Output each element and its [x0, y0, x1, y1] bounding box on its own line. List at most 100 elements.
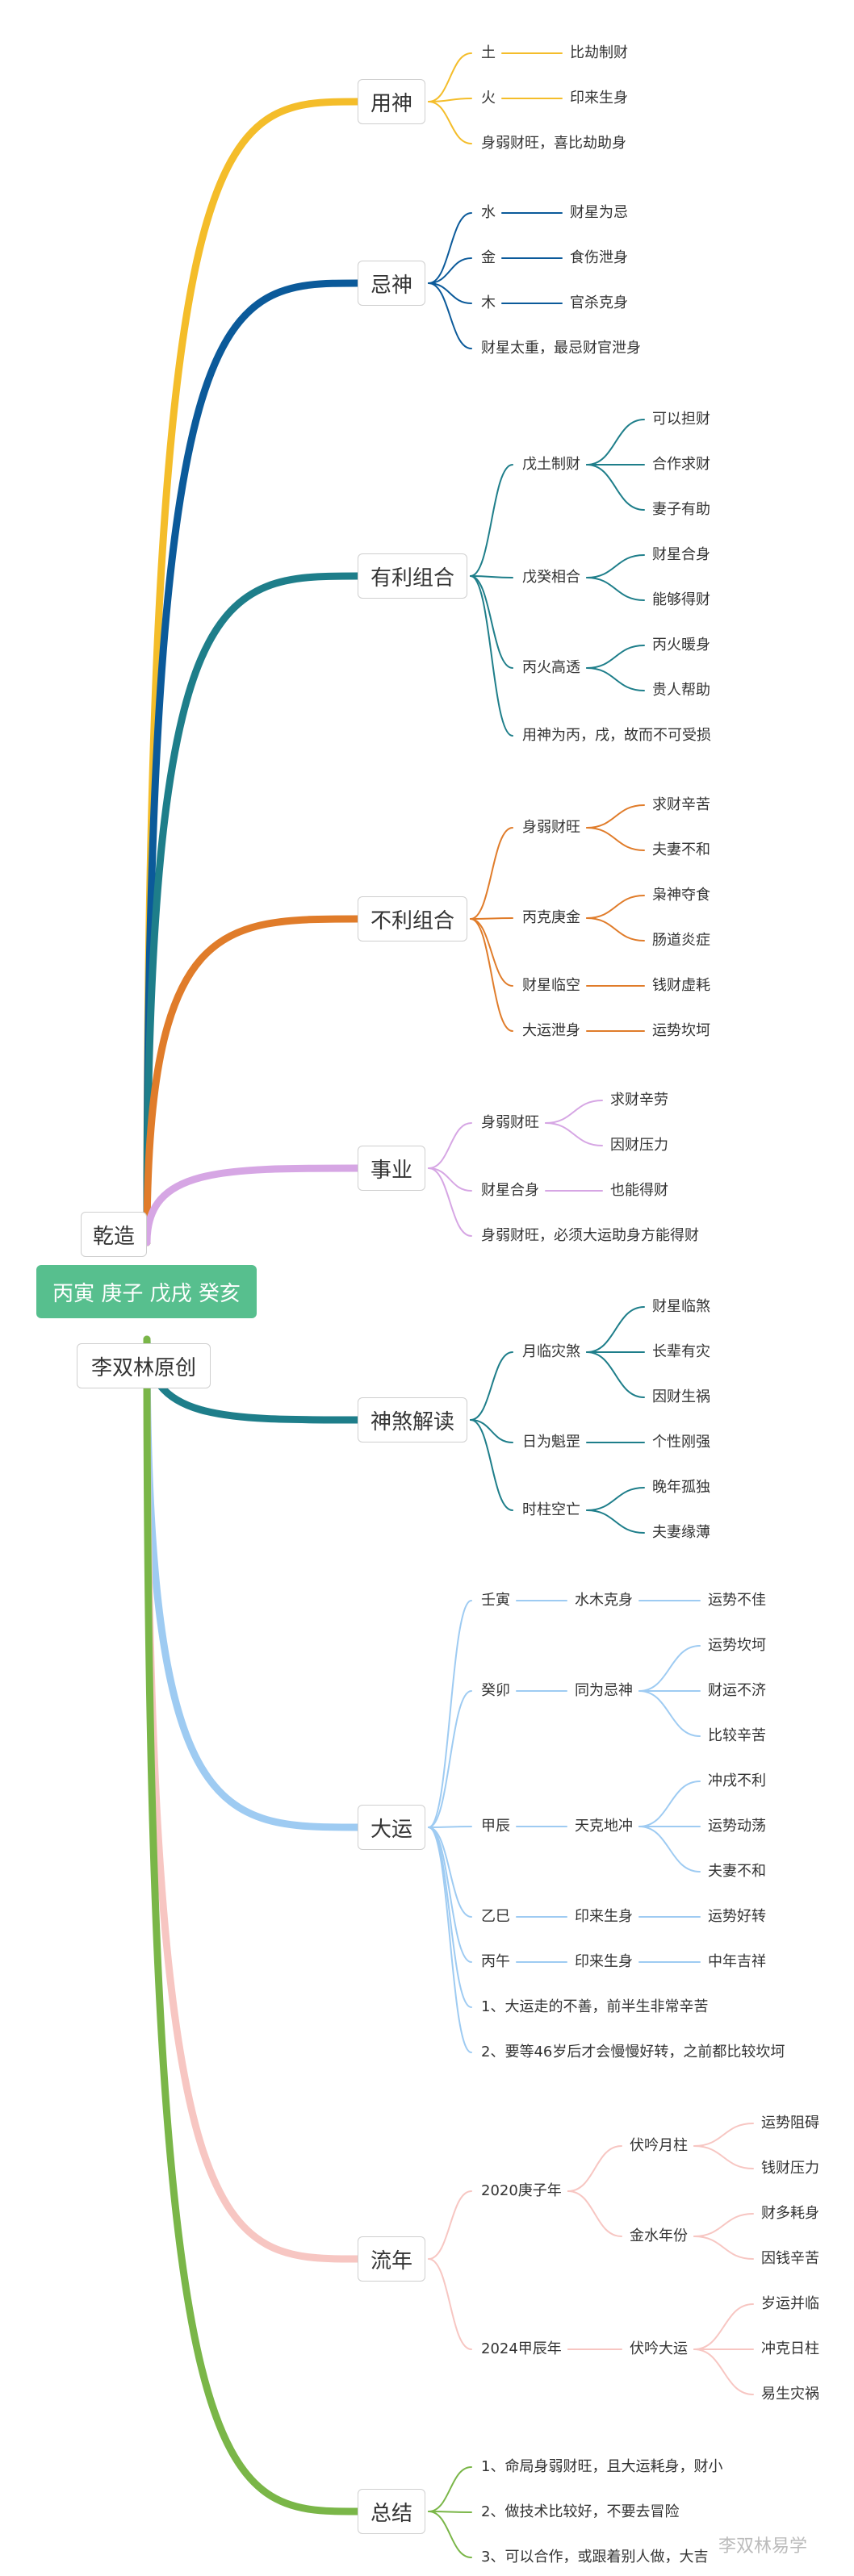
node-zongjie[interactable]: 3、可以合作，或跟着别人做，大吉 [481, 2549, 709, 2566]
branch-node-youli[interactable]: 有利组合 [358, 553, 467, 599]
node-youli[interactable]: 贵人帮助 [652, 682, 710, 699]
branch-node-jishen[interactable]: 忌神 [358, 261, 425, 306]
node-dayun[interactable]: 比较辛苦 [708, 1727, 766, 1744]
node-jishen[interactable]: 官杀克身 [570, 294, 628, 311]
node-buli[interactable]: 丙克庚金 [522, 909, 580, 926]
node-jishen[interactable]: 财星为忌 [570, 204, 628, 221]
connector [586, 895, 645, 919]
node-liunian[interactable]: 冲克日柱 [761, 2340, 819, 2357]
node-youli[interactable]: 可以担财 [652, 411, 710, 428]
node-buli[interactable]: 钱财虚耗 [652, 977, 710, 994]
node-youli[interactable]: 戊土制财 [522, 456, 580, 473]
node-dayun[interactable]: 丙午 [481, 1953, 510, 1970]
node-dayun[interactable]: 乙巳 [481, 1908, 510, 1925]
top-tag[interactable]: 乾造 [81, 1212, 147, 1257]
node-dayun[interactable]: 运势动荡 [708, 1818, 766, 1835]
node-youli[interactable]: 丙火暖身 [652, 637, 710, 653]
node-shiye[interactable]: 身弱财旺 [481, 1114, 539, 1131]
node-dayun[interactable]: 同为忌神 [575, 1682, 633, 1699]
node-liunian[interactable]: 岁运并临 [761, 2295, 819, 2312]
node-dayun[interactable]: 财运不济 [708, 1682, 766, 1699]
node-dayun[interactable]: 壬寅 [481, 1592, 510, 1609]
node-shensha[interactable]: 晚年孤独 [652, 1479, 710, 1496]
node-shensha[interactable]: 因财生祸 [652, 1388, 710, 1405]
node-buli[interactable]: 运势坎坷 [652, 1022, 710, 1039]
node-dayun[interactable]: 天克地冲 [575, 1818, 633, 1835]
node-jishen[interactable]: 食伤泄身 [570, 249, 628, 266]
node-jishen[interactable]: 木 [481, 294, 496, 311]
node-dayun[interactable]: 运势好转 [708, 1908, 766, 1925]
node-yongshen[interactable]: 火 [481, 90, 496, 106]
node-buli[interactable]: 夫妻不和 [652, 841, 710, 858]
node-liunian[interactable]: 金水年份 [630, 2227, 688, 2244]
node-shiye[interactable]: 身弱财旺，必须大运助身方能得财 [481, 1227, 699, 1244]
node-youli[interactable]: 能够得财 [652, 591, 710, 608]
node-shiye[interactable]: 也能得财 [610, 1182, 668, 1199]
node-shensha[interactable]: 日为魁罡 [522, 1434, 580, 1451]
branch-node-zongjie[interactable]: 总结 [358, 2489, 425, 2534]
node-youli[interactable]: 财星合身 [652, 546, 710, 563]
node-dayun[interactable]: 癸卯 [481, 1682, 510, 1699]
branch-node-shensha[interactable]: 神煞解读 [358, 1397, 467, 1442]
node-dayun[interactable]: 2、要等46岁后才会慢慢好转，之前都比较坎坷 [481, 2044, 785, 2060]
bottom-tag[interactable]: 李双林原创 [77, 1343, 211, 1388]
node-dayun[interactable]: 甲辰 [481, 1818, 510, 1835]
node-youli[interactable]: 妻子有助 [652, 501, 710, 518]
node-youli[interactable]: 用神为丙，戌，故而不可受损 [522, 727, 711, 744]
node-jishen[interactable]: 水 [481, 204, 496, 221]
node-buli[interactable]: 大运泄身 [522, 1022, 580, 1039]
node-liunian[interactable]: 因钱辛苦 [761, 2250, 819, 2267]
node-dayun[interactable]: 水木克身 [575, 1592, 633, 1609]
node-liunian[interactable]: 钱财压力 [761, 2160, 819, 2177]
node-liunian[interactable]: 伏吟大运 [630, 2340, 688, 2357]
node-shiye[interactable]: 财星合身 [481, 1182, 539, 1199]
node-zongjie[interactable]: 1、命局身弱财旺，且大运耗身，财小 [481, 2458, 723, 2475]
node-liunian[interactable]: 2020庚子年 [481, 2182, 562, 2199]
node-shensha[interactable]: 长辈有灾 [652, 1343, 710, 1360]
node-liunian[interactable]: 运势阻碍 [761, 2115, 819, 2131]
connector [545, 1122, 603, 1146]
node-jishen[interactable]: 财星太重，最忌财官泄身 [481, 340, 641, 357]
branch-node-yongshen[interactable]: 用神 [358, 79, 425, 124]
node-dayun[interactable]: 1、大运走的不善，前半生非常辛苦 [481, 1998, 709, 2015]
connector [428, 1827, 472, 1918]
node-shensha[interactable]: 时柱空亡 [522, 1501, 580, 1518]
node-shiye[interactable]: 求财辛劳 [610, 1092, 668, 1108]
node-dayun[interactable]: 冲戌不利 [708, 1772, 766, 1789]
node-buli[interactable]: 财星临空 [522, 977, 580, 994]
node-buli[interactable]: 枭神夺食 [652, 887, 710, 904]
node-buli[interactable]: 身弱财旺 [522, 819, 580, 836]
node-liunian[interactable]: 易生灾祸 [761, 2386, 819, 2403]
node-liunian[interactable]: 伏吟月柱 [630, 2137, 688, 2154]
node-shensha[interactable]: 个性刚强 [652, 1434, 710, 1451]
node-youli[interactable]: 戊癸相合 [522, 569, 580, 586]
root-node[interactable]: 丙寅 庚子 戊戌 癸亥 [36, 1265, 257, 1318]
node-buli[interactable]: 求财辛苦 [652, 796, 710, 813]
connector [428, 1690, 472, 1828]
branch-node-buli[interactable]: 不利组合 [358, 896, 467, 941]
node-youli[interactable]: 丙火高透 [522, 659, 580, 676]
node-shiye[interactable]: 因财压力 [610, 1137, 668, 1154]
node-dayun[interactable]: 印来生身 [575, 1908, 633, 1925]
node-dayun[interactable]: 运势坎坷 [708, 1637, 766, 1654]
node-shensha[interactable]: 财星临煞 [652, 1298, 710, 1315]
node-yongshen[interactable]: 身弱财旺，喜比劫助身 [481, 135, 626, 152]
node-dayun[interactable]: 夫妻不和 [708, 1863, 766, 1880]
node-dayun[interactable]: 印来生身 [575, 1953, 633, 1970]
node-buli[interactable]: 肠道炎症 [652, 932, 710, 949]
node-dayun[interactable]: 中年吉祥 [708, 1953, 766, 1970]
node-yongshen[interactable]: 印来生身 [570, 90, 628, 106]
node-yongshen[interactable]: 比劫制财 [570, 44, 628, 61]
branch-node-dayun[interactable]: 大运 [358, 1805, 425, 1850]
branch-node-liunian[interactable]: 流年 [358, 2236, 425, 2282]
node-jishen[interactable]: 金 [481, 249, 496, 266]
node-liunian[interactable]: 2024甲辰年 [481, 2340, 562, 2357]
node-shensha[interactable]: 夫妻缘薄 [652, 1524, 710, 1541]
node-liunian[interactable]: 财多耗身 [761, 2205, 819, 2222]
branch-node-shiye[interactable]: 事业 [358, 1146, 425, 1191]
node-yongshen[interactable]: 土 [481, 44, 496, 61]
node-shensha[interactable]: 月临灾煞 [522, 1343, 580, 1360]
node-dayun[interactable]: 运势不佳 [708, 1592, 766, 1609]
node-zongjie[interactable]: 2、做技术比较好，不要去冒险 [481, 2503, 680, 2520]
node-youli[interactable]: 合作求财 [652, 456, 710, 473]
